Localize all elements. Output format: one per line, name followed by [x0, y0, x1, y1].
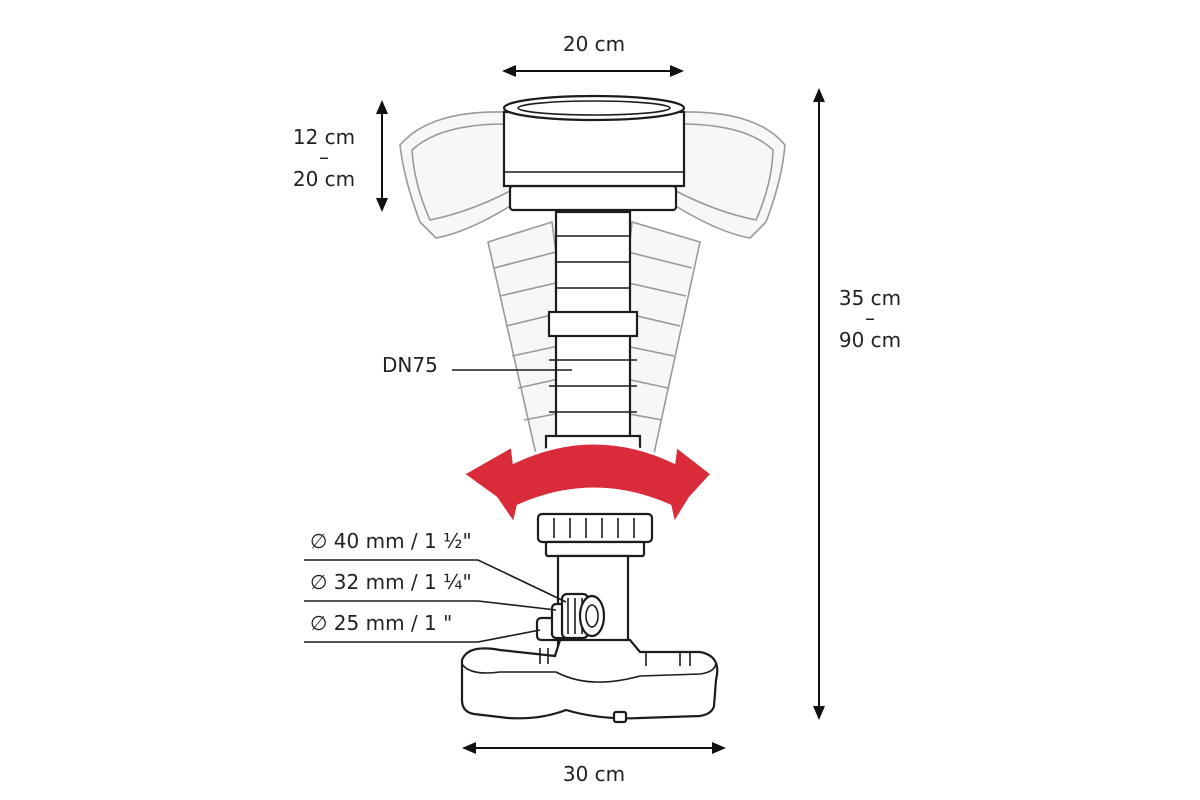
connector-40-label: ∅ 40 mm / 1 ½" [310, 529, 472, 553]
pipe-callout: DN75 [382, 353, 572, 377]
hose-connector [535, 592, 606, 642]
top-width-dimension: 20 cm [502, 32, 684, 77]
skimmer-bowl [502, 94, 686, 212]
base-width-label: 30 cm [563, 762, 625, 786]
pipe-label: DN75 [382, 353, 438, 377]
rotation-arrow: 15° [460, 441, 715, 528]
bowl-height-dash: – [319, 145, 329, 169]
connector-callouts: ∅ 40 mm / 1 ½" ∅ 32 mm / 1 ¼" ∅ 25 mm / … [304, 529, 567, 643]
base-width-dimension: 30 cm [462, 742, 726, 786]
total-height-min-label: 35 cm [839, 286, 901, 310]
bowl-height-dimension: 12 cm – 20 cm [293, 100, 388, 212]
swivel-joint [536, 512, 654, 558]
telescopic-pipe [554, 210, 632, 474]
connector-25-label: ∅ 25 mm / 1 " [310, 611, 452, 635]
connector-32-label: ∅ 32 mm / 1 ¼" [310, 570, 472, 594]
skimmer-base [460, 638, 719, 724]
bowl-height-min-label: 12 cm [293, 125, 355, 149]
total-height-max-label: 90 cm [839, 328, 901, 352]
top-width-label: 20 cm [563, 32, 625, 56]
total-height-dimension: 35 cm – 90 cm [813, 88, 901, 720]
bowl-height-max-label: 20 cm [293, 167, 355, 191]
tilt-angle-label: 15° [569, 485, 618, 515]
total-height-dash: – [865, 306, 875, 330]
